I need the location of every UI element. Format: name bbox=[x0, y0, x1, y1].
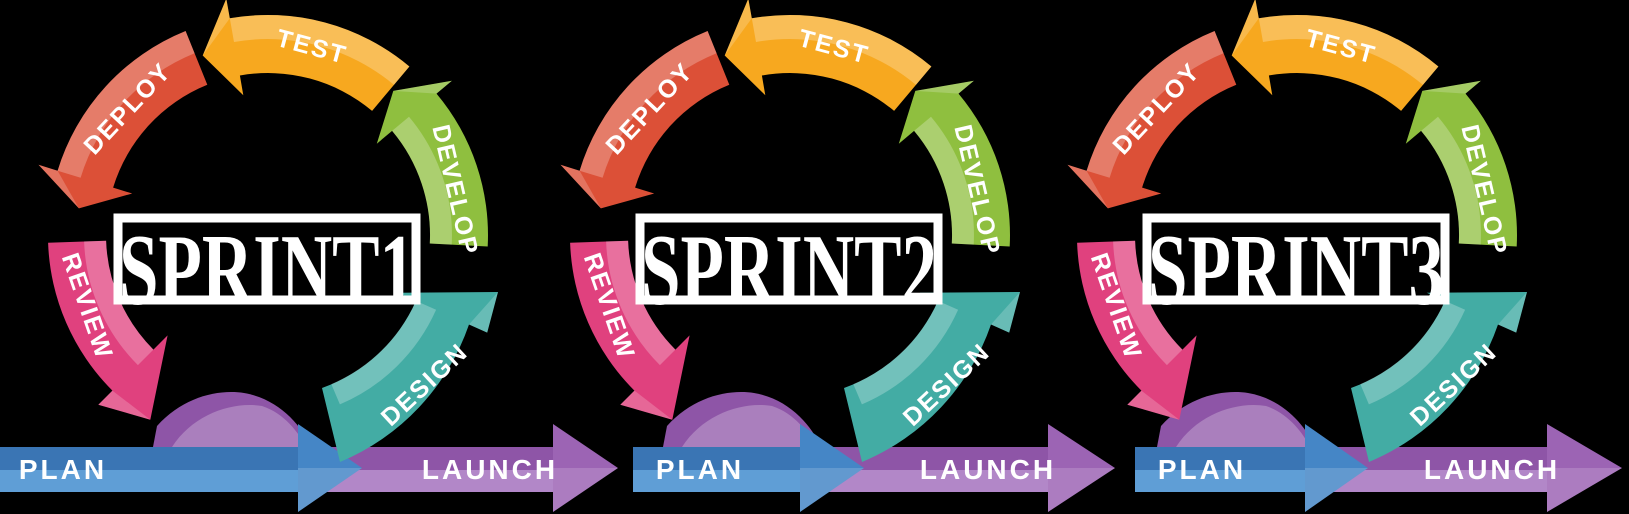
plan-bar-top bbox=[1135, 447, 1305, 470]
plan-bar-top bbox=[633, 447, 800, 470]
sprint1-center-box bbox=[113, 213, 421, 305]
launch-label: LAUNCH bbox=[1424, 454, 1560, 485]
plan-arrowhead bbox=[1305, 424, 1368, 512]
plan-arrow-sprint2 bbox=[633, 424, 864, 512]
plan-arrowhead-facet bbox=[800, 468, 864, 512]
launch-arrowhead-facet bbox=[553, 468, 618, 512]
launch-arrowhead bbox=[1547, 424, 1622, 512]
plan-label: PLAN bbox=[656, 454, 744, 485]
sprint3-title: SPRINT3 bbox=[1148, 214, 1444, 327]
plan-arrow-sprint1 bbox=[0, 424, 362, 512]
plan-bar-top bbox=[0, 447, 298, 470]
launch-arrowhead bbox=[553, 424, 618, 512]
launch-arrowhead-facet bbox=[1048, 468, 1115, 512]
plan-arrowhead bbox=[298, 424, 362, 512]
plan-arrowhead bbox=[800, 424, 864, 512]
plan-arrow-sprint3 bbox=[1135, 424, 1368, 512]
plan-label: PLAN bbox=[1158, 454, 1246, 485]
plan-label: PLAN bbox=[19, 454, 107, 485]
launch-label: LAUNCH bbox=[920, 454, 1056, 485]
plan-bar-bottom bbox=[1135, 470, 1305, 492]
launch-arrowhead bbox=[1048, 424, 1115, 512]
bottom-bar-labels: PLAN LAUNCH PLAN LAUNCH PLAN LAUNCH bbox=[19, 454, 1560, 485]
sprint2-title: SPRINT2 bbox=[641, 214, 937, 327]
plan-arrowhead-facet bbox=[1305, 468, 1368, 512]
plan-bar-bottom bbox=[0, 470, 298, 492]
sprint1-title: SPRINT1 bbox=[119, 214, 415, 327]
sprint3-center-box bbox=[1142, 213, 1450, 305]
launch-label: LAUNCH bbox=[422, 454, 558, 485]
plan-arrowhead-facet bbox=[298, 468, 362, 512]
plan-bar-bottom bbox=[633, 470, 800, 492]
sprint2-center-box bbox=[635, 213, 943, 305]
launch-arrowhead-facet bbox=[1547, 468, 1622, 512]
